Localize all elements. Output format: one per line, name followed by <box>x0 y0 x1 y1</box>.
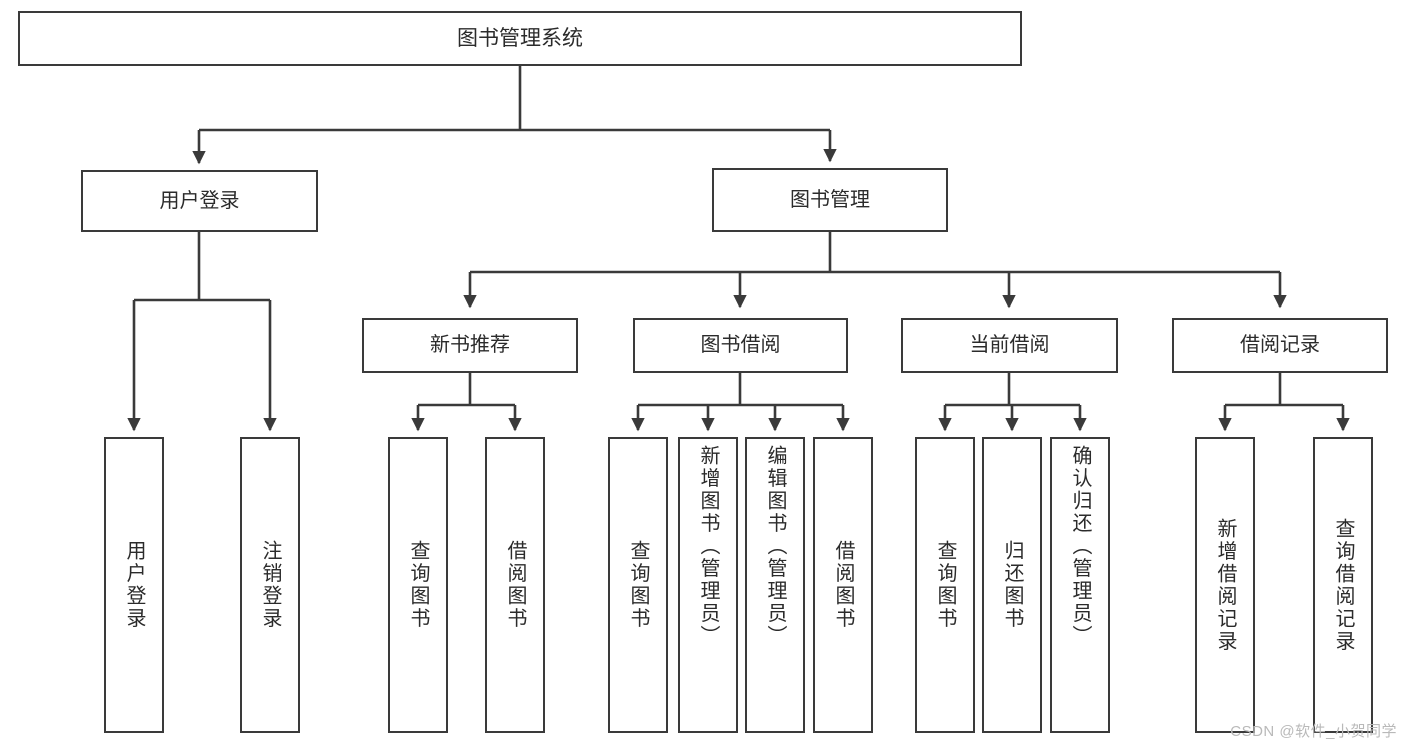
node-current-borrow[interactable]: 当前借阅 <box>901 318 1118 373</box>
node-leaf-add-record-label: 新增借阅记录 <box>1214 517 1236 653</box>
node-current-borrow-label: 当前借阅 <box>969 334 1050 357</box>
node-borrow-record-label: 借阅记录 <box>1240 334 1320 357</box>
node-user-login[interactable]: 用户登录 <box>81 170 318 232</box>
node-leaf-return-book[interactable]: 归还图书 <box>982 437 1042 733</box>
node-book-borrow-label: 图书借阅 <box>700 334 781 357</box>
node-leaf-confirm-return-label: 确认归还（管理员） <box>1069 445 1091 648</box>
node-leaf-borrow-book-1-label: 借阅图书 <box>504 540 526 630</box>
node-book-manage-label: 图书管理 <box>790 188 870 211</box>
node-leaf-query-book-2-label: 查询图书 <box>627 540 649 630</box>
node-leaf-user-login[interactable]: 用户登录 <box>104 437 164 733</box>
node-leaf-add-record[interactable]: 新增借阅记录 <box>1195 437 1255 733</box>
node-root-label: 图书管理系统 <box>457 26 583 50</box>
node-root[interactable]: 图书管理系统 <box>18 11 1022 66</box>
node-leaf-query-book-3-label: 查询图书 <box>934 540 956 630</box>
node-leaf-borrow-book-1[interactable]: 借阅图书 <box>485 437 545 733</box>
node-borrow-record[interactable]: 借阅记录 <box>1172 318 1388 373</box>
node-new-book-rec[interactable]: 新书推荐 <box>362 318 578 373</box>
node-new-book-rec-label: 新书推荐 <box>430 334 510 357</box>
node-leaf-query-book-3[interactable]: 查询图书 <box>915 437 975 733</box>
node-leaf-edit-book[interactable]: 编辑图书（管理员） <box>745 437 805 733</box>
node-book-borrow[interactable]: 图书借阅 <box>633 318 848 373</box>
node-leaf-add-book-label: 新增图书（管理员） <box>697 445 719 648</box>
node-leaf-query-book-2[interactable]: 查询图书 <box>608 437 668 733</box>
node-leaf-edit-book-label: 编辑图书（管理员） <box>764 445 786 648</box>
node-user-login-label: 用户登录 <box>159 189 240 212</box>
node-leaf-borrow-book-2[interactable]: 借阅图书 <box>813 437 873 733</box>
node-leaf-return-book-label: 归还图书 <box>1001 540 1023 630</box>
node-leaf-add-book[interactable]: 新增图书（管理员） <box>678 437 738 733</box>
node-leaf-user-login-label: 用户登录 <box>123 540 145 630</box>
node-leaf-borrow-book-2-label: 借阅图书 <box>832 540 854 630</box>
node-leaf-confirm-return[interactable]: 确认归还（管理员） <box>1050 437 1110 733</box>
node-leaf-query-record[interactable]: 查询借阅记录 <box>1313 437 1373 733</box>
node-leaf-user-logout-label: 注销登录 <box>259 540 281 630</box>
node-leaf-query-record-label: 查询借阅记录 <box>1332 517 1354 653</box>
node-leaf-query-book-1[interactable]: 查询图书 <box>388 437 448 733</box>
node-book-manage[interactable]: 图书管理 <box>712 168 948 232</box>
node-leaf-query-book-1-label: 查询图书 <box>407 540 429 630</box>
node-leaf-user-logout[interactable]: 注销登录 <box>240 437 300 733</box>
